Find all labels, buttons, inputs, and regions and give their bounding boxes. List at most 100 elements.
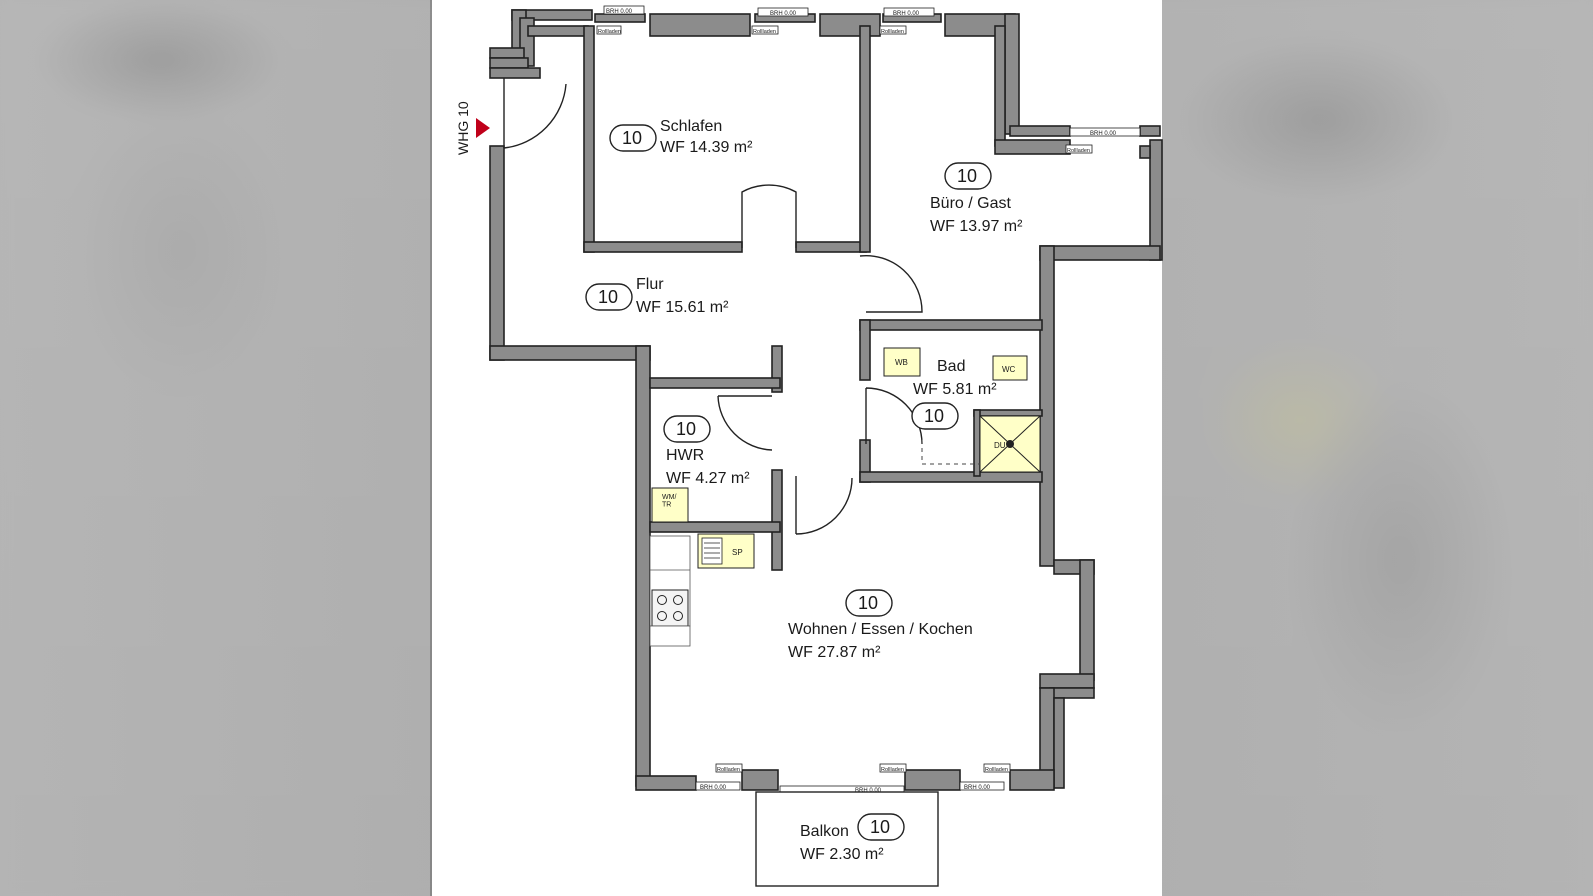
- room-badge-number: 10: [858, 593, 878, 613]
- room-area: WF 2.30 m²: [800, 846, 884, 863]
- wall-segment: [649, 13, 751, 37]
- window-tag: [983, 763, 1011, 773]
- wall-segment: [489, 57, 529, 69]
- buero-door: [859, 254, 923, 313]
- window-tag-label: BRH 0.00: [893, 11, 920, 17]
- wall-segment: [904, 769, 961, 791]
- room-badge: [609, 124, 657, 152]
- window-tag-label: Rollladen: [985, 767, 1008, 773]
- blurred-right-margin: [1146, 0, 1593, 896]
- counter: [649, 625, 691, 647]
- burner-icon: [673, 595, 683, 605]
- shower-label: DU: [994, 441, 1006, 450]
- shower-drain-icon: [1006, 440, 1014, 448]
- room-badge: [944, 162, 992, 190]
- room-area: WF 14.39 m²: [660, 139, 753, 156]
- wall-segment: [741, 769, 779, 791]
- room-name: Bad: [937, 358, 965, 375]
- wall-segment: [1004, 13, 1020, 135]
- washer-dryer-label: WM/TR: [662, 494, 676, 509]
- wall-segment: [489, 47, 525, 59]
- room-name: HWR: [666, 447, 704, 464]
- wall-segment: [1139, 125, 1161, 137]
- wall-segment: [1079, 559, 1095, 681]
- blurred-left-margin: [0, 0, 430, 896]
- window-tag: [883, 7, 935, 17]
- wall-segment: [1009, 769, 1055, 791]
- window-tag: [603, 5, 645, 15]
- room-badge: [911, 402, 959, 430]
- entrance-door: [503, 78, 567, 149]
- window-tag: [757, 7, 809, 17]
- wall-segment: [649, 521, 781, 533]
- wall-segment: [1039, 673, 1095, 689]
- room-badge-number: 10: [924, 406, 944, 426]
- wall-segment: [859, 319, 1043, 331]
- wall-segment: [594, 13, 646, 23]
- wall-segment: [771, 345, 783, 393]
- toilet: [992, 355, 1028, 381]
- window-tag-label: BRH 0.00: [964, 785, 991, 791]
- room-area: WF 27.87 m²: [788, 644, 881, 661]
- washbasin-label: WB: [895, 358, 908, 367]
- wall-segment: [635, 345, 651, 787]
- walls: [489, 9, 1163, 791]
- unit-marker: WHG 10: [455, 101, 471, 155]
- wall-segment: [1039, 245, 1161, 261]
- sink-drainboard-icon: [704, 542, 720, 559]
- room-badge-number: 10: [598, 287, 618, 307]
- bath-outline: [921, 440, 980, 465]
- wall-segment: [1039, 245, 1055, 567]
- window-tag-label: Rollladen: [717, 767, 740, 773]
- wall-segment: [859, 471, 1043, 483]
- wall-segment: [1053, 697, 1065, 789]
- entrance-marker-icon: [476, 118, 490, 138]
- room-schlafen: 10 Schlafen WF 14.39 m²: [609, 118, 753, 156]
- balcony-outline: [755, 791, 939, 887]
- room-area: WF 13.97 m²: [930, 218, 1023, 235]
- stove: [651, 589, 689, 627]
- wall-segment: [994, 25, 1006, 147]
- window-tag: [879, 25, 907, 35]
- window-tag: [695, 781, 741, 791]
- toilet-label: WC: [1002, 365, 1016, 374]
- window-tag-label: BRH 0.00: [855, 788, 882, 794]
- room-area: WF 4.27 m²: [666, 470, 750, 487]
- room-name: Wohnen / Essen / Kochen: [788, 621, 973, 638]
- room-badge: [845, 589, 893, 617]
- wall-segment: [649, 377, 781, 389]
- burner-icon: [657, 595, 667, 605]
- washer-dryer: [651, 487, 689, 523]
- room-name: Büro / Gast: [930, 195, 1011, 212]
- washbasin: [883, 347, 921, 377]
- wohnen-door: [795, 476, 853, 535]
- window-tag-label: BRH 0.00: [700, 785, 727, 791]
- window-tag: [879, 763, 907, 773]
- window-tag: [959, 781, 1005, 791]
- wall-segment: [583, 25, 595, 253]
- wall-segment: [489, 145, 505, 361]
- wall-segment: [527, 25, 589, 37]
- window-tag-label: Rollladen: [753, 29, 776, 35]
- room-wohnen: 10 Wohnen / Essen / Kochen WF 27.87 m²: [788, 589, 973, 661]
- room-balkon: 10 Balkon WF 2.30 m²: [800, 813, 905, 863]
- window-tag: [1069, 127, 1141, 137]
- wall-segment: [1049, 687, 1095, 699]
- room-badge-number: 10: [870, 817, 890, 837]
- wall-segment: [859, 25, 871, 253]
- room-flur: 10 Flur WF 15.61 m²: [585, 276, 729, 316]
- wall-segment: [1009, 125, 1071, 137]
- window-tag-label: Rollladen: [1067, 148, 1090, 154]
- window-tag-label: Rollladen: [881, 767, 904, 773]
- sink-label: SP: [732, 548, 743, 557]
- bad-door: [865, 387, 923, 445]
- window-tag: [596, 25, 622, 35]
- burner-icon: [673, 611, 683, 621]
- room-hwr: 10 HWR WF 4.27 m²: [663, 415, 750, 487]
- room-name: Schlafen: [660, 118, 722, 135]
- room-badge-number: 10: [622, 128, 642, 148]
- window-tag-label: BRH 0.00: [770, 11, 797, 17]
- window-tag: [779, 785, 905, 793]
- sink-basin: [701, 537, 723, 565]
- room-badge: [663, 415, 711, 443]
